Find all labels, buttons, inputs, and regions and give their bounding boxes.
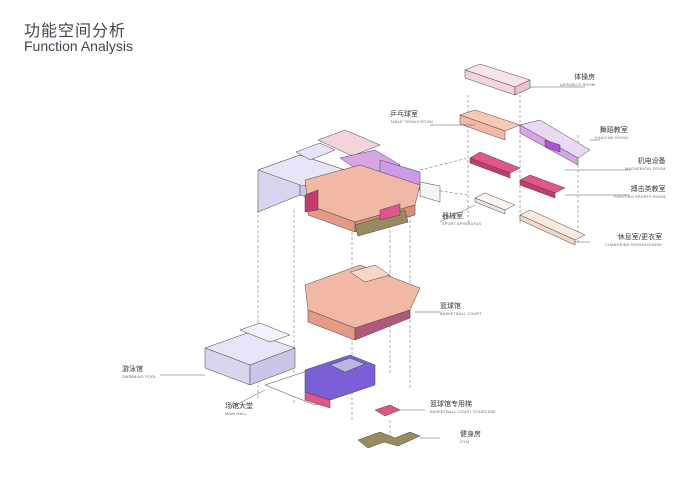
label-basketball-cn: 篮球馆 <box>440 302 461 310</box>
label-dancing-cn: 舞蹈教室 <box>599 126 628 134</box>
upper-lavender-step <box>295 142 336 161</box>
main-hall-magenta <box>304 391 331 409</box>
changing-top <box>519 209 586 241</box>
court-side-front <box>354 309 411 341</box>
page-subtitle: Function Analysis <box>24 38 133 54</box>
label-fighting: 搏击类教室 FIGHTING SPORTS ROOM <box>614 185 666 200</box>
label-changing: 休息室/更衣室 CHANGEING ROOM/LOUNGE <box>605 233 662 248</box>
leader-main-hall <box>229 389 266 409</box>
dancing-room-accent <box>544 139 561 153</box>
label-gym-cn: 健身房 <box>460 430 481 438</box>
fighting-front <box>519 179 556 199</box>
label-apparatus-en: SPORT APPARATUS <box>442 222 482 226</box>
ground-floor-volumes <box>204 322 421 449</box>
mechanical-front <box>469 157 511 179</box>
leader-lines <box>160 86 630 439</box>
page-title: 功能空间分析 <box>24 21 127 40</box>
gym-volume <box>357 431 421 449</box>
label-main-hall: 场馆大堂 MAIN HALL <box>225 402 253 417</box>
label-gym-en: GYM <box>460 440 470 444</box>
guide-line <box>419 157 469 171</box>
table-tennis-front <box>459 114 506 141</box>
label-aerobics-cn: 体操房 <box>574 73 596 81</box>
court-roof-highlight <box>349 264 391 283</box>
aerobics-room-side <box>514 79 531 96</box>
label-basketball-en: BASKETBALL COURT <box>440 312 482 316</box>
upper-pink-top <box>317 129 381 157</box>
label-stair: 篮球馆专用梯 BASKETBALL COURT STAIRCASE <box>430 400 496 415</box>
label-dancing-en: DANCING ROOM <box>595 136 628 140</box>
basketball-court-volume <box>304 264 421 341</box>
label-fighting-cn: 搏击类教室 <box>630 185 666 193</box>
staircase-volume <box>374 404 401 417</box>
label-aerobics-en: AEROBICS ROOM <box>560 83 596 87</box>
swimming-pool-side <box>249 347 296 386</box>
label-main-hall-en: MAIN HALL <box>225 412 247 416</box>
label-apparatus-cn: 器械室 <box>442 212 463 220</box>
label-mechanical-en: MACHENICAL ROOM <box>625 167 666 171</box>
label-apparatus: 器械室 SPORT APPARATUS <box>442 212 481 227</box>
swimming-pool-upper <box>239 322 291 343</box>
label-stair-en: BASKETBALL COURT STAIRCASE <box>430 410 497 414</box>
main-hall-purple-top <box>329 357 366 373</box>
label-mechanical: 机电设备 MACHENICAL ROOM <box>625 157 666 172</box>
leader-apparatus <box>439 204 476 223</box>
guide-line <box>419 187 469 196</box>
label-swimming: 游泳馆 SWIMMING POOL <box>122 365 156 380</box>
label-changing-cn: 休息室/更衣室 <box>617 233 663 241</box>
label-stair-cn: 篮球馆专用梯 <box>430 400 472 408</box>
label-basketball: 篮球馆 BASKETBALL COURT <box>440 302 482 317</box>
label-main-hall-cn: 场馆大堂 <box>225 402 253 410</box>
label-swimming-en: SWIMMING POOL <box>122 375 157 379</box>
upper-magenta-accent <box>379 203 401 221</box>
apparatus-front <box>474 197 506 215</box>
upper-magenta-edge <box>304 189 319 213</box>
label-swimming-cn: 游泳馆 <box>122 365 143 373</box>
upper-floor-volumes <box>257 129 441 237</box>
label-gym: 健身房 GYM <box>460 430 481 445</box>
label-table-tennis-en: TABLE TENNIS ROOM <box>390 120 433 124</box>
label-aerobics: 体操房 AEROBICS ROOM <box>560 73 595 88</box>
label-table-tennis: 乒乓球室 TABLE TENNIS ROOM <box>390 110 433 125</box>
changing-front <box>519 214 576 246</box>
label-mechanical-cn: 机电设备 <box>637 157 666 165</box>
label-dancing: 舞蹈教室 DANCING ROOM <box>595 126 628 141</box>
label-fighting-en: FIGHTING SPORTS ROOM <box>614 195 666 199</box>
label-changing-en: CHANGEING ROOM/LOUNGE <box>605 243 663 247</box>
upper-white-block <box>419 181 441 203</box>
exploded-rooms <box>459 63 591 246</box>
label-table-tennis-cn: 乒乓球室 <box>390 110 418 118</box>
